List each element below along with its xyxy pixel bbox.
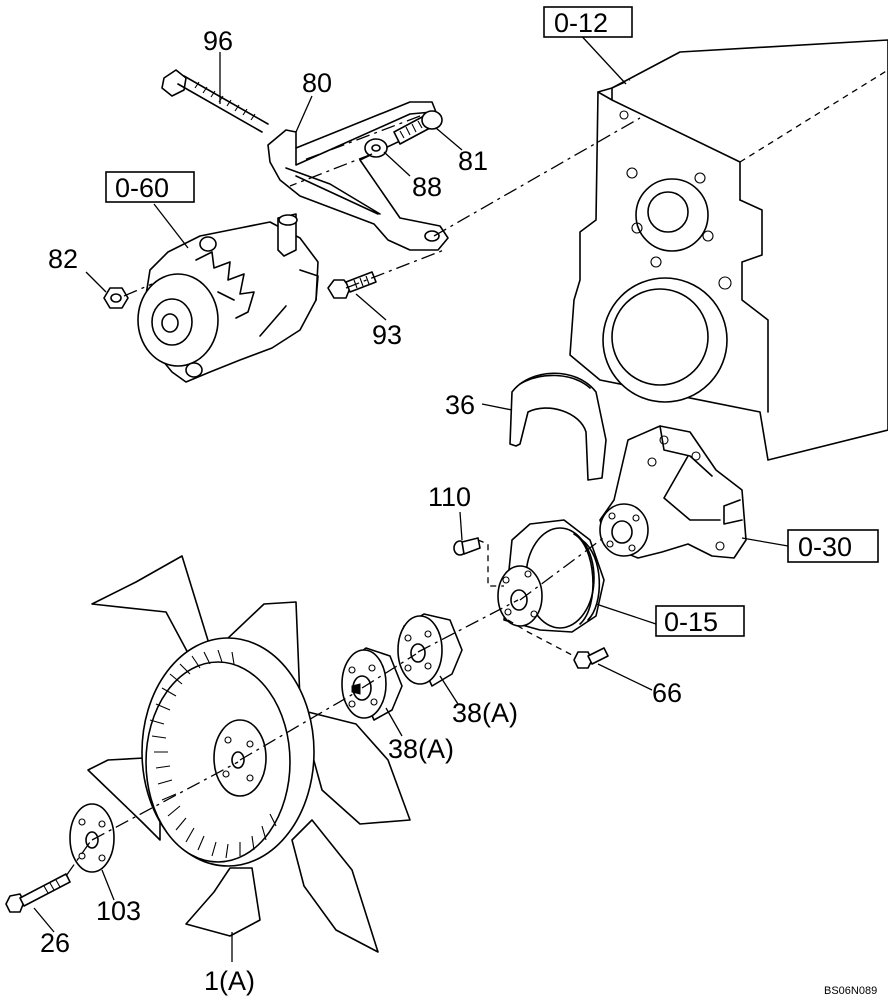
ref-box-0-12: [543, 6, 633, 38]
bolt-66: [573, 647, 609, 669]
callout-1a: 1(A): [204, 966, 255, 996]
ref-label-0-15: 0-15: [664, 607, 718, 637]
callout-66: 66: [652, 678, 682, 708]
nut-82: [103, 287, 129, 309]
bolt-93: [327, 271, 377, 299]
v-belt-36: [509, 372, 607, 481]
callout-81: 81: [458, 146, 488, 176]
washer-88: [364, 138, 388, 158]
callout-88: 88: [412, 172, 442, 202]
ref-box-0-60: [105, 171, 195, 203]
callout-82: 82: [48, 244, 78, 274]
callout-26: 26: [40, 928, 70, 958]
callout-80: 80: [302, 68, 332, 98]
ref-label-0-30: 0-30: [798, 532, 852, 562]
alternator: [137, 213, 319, 383]
ref-label-0-12: 0-12: [554, 8, 608, 38]
water-pump: [599, 425, 747, 559]
bolt-81: [393, 110, 443, 145]
reference-boxes: 0-12 0-60 0-30 0-15: [105, 6, 879, 637]
leader-lines: [33, 29, 789, 962]
ref-label-0-60: 0-60: [115, 173, 169, 203]
bolt-26: [5, 873, 71, 913]
callout-110: 110: [428, 482, 471, 512]
long-bolt-96: [161, 69, 269, 133]
cooling-fan: [87, 555, 411, 953]
ref-box-0-30: [787, 529, 879, 563]
part-callouts: 96 80 81 88 82 93 36 110 66 38(A) 38(A) …: [40, 26, 682, 996]
engine-front-plate: [569, 39, 888, 461]
callout-96: 96: [203, 26, 233, 56]
assembly-centerlines: [65, 79, 641, 877]
callout-36: 36: [445, 390, 475, 420]
spacer-38a-lower: [341, 647, 403, 721]
callout-103: 103: [96, 896, 141, 926]
spacer-38a-upper: [397, 613, 463, 687]
callout-93: 93: [372, 320, 402, 350]
plate-washer-103: [69, 803, 115, 873]
callout-38a-upper: 38(A): [452, 698, 518, 728]
ref-box-0-15: [655, 605, 745, 637]
bolt-110: [453, 537, 481, 556]
figure-code: BS06N089: [824, 985, 877, 997]
callout-38a-lower: 38(A): [388, 734, 454, 764]
fan-pulley: [497, 519, 605, 633]
